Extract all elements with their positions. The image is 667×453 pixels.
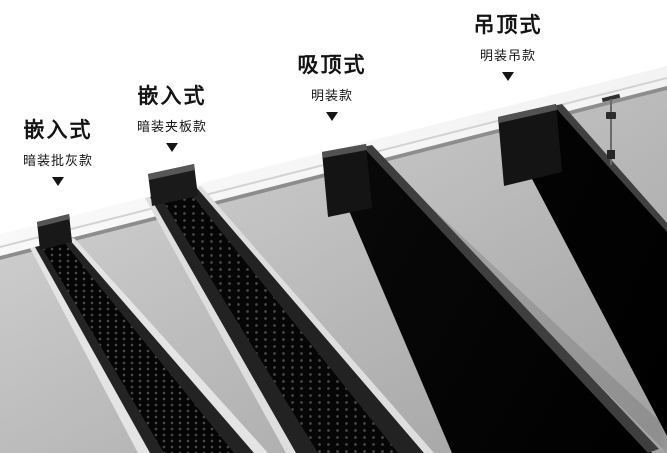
label-subtitle: 明装款 [310, 89, 353, 105]
label-title: 嵌入式 [23, 118, 93, 142]
arrow-down-icon [52, 177, 64, 187]
label-subtitle: 暗装夹板款 [136, 120, 207, 136]
label-recessed-plaster: 嵌入式 暗装批灰款 [3, 118, 113, 187]
label-subtitle: 明装吊款 [479, 49, 536, 65]
arrow-down-icon [166, 143, 178, 153]
label-suspended: 吊顶式 明装吊款 [453, 13, 563, 82]
suspension-adjuster [606, 112, 616, 119]
arrow-down-icon [502, 72, 514, 82]
label-title: 吊顶式 [473, 13, 543, 37]
arrow-down-icon [326, 112, 338, 122]
suspension-wire [610, 99, 612, 165]
label-surface-mounted: 吸顶式 明装款 [277, 53, 387, 122]
label-subtitle: 暗装批灰款 [22, 154, 93, 170]
label-title: 吸顶式 [297, 53, 367, 77]
suspension-connector [607, 150, 615, 159]
label-recessed-plywood: 嵌入式 暗装夹板款 [117, 84, 227, 153]
label-title: 嵌入式 [137, 84, 207, 108]
